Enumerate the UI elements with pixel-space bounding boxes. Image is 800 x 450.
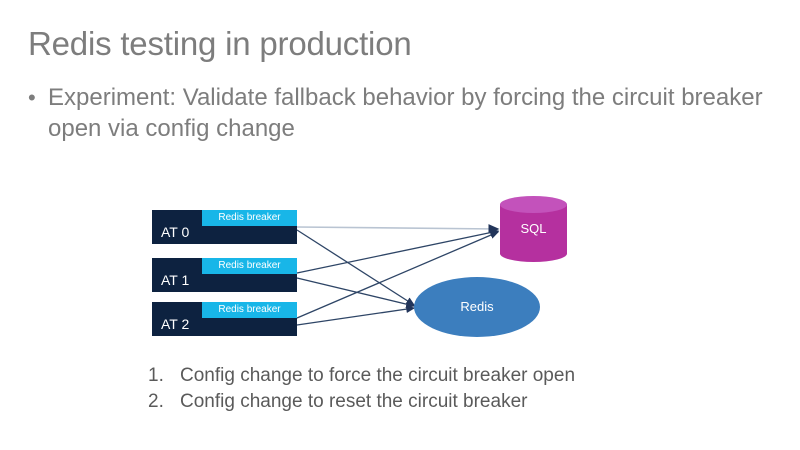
connector-at1-sql [296,228,500,274]
app-tier-node-1[interactable]: AT 1 Redis breaker [152,258,297,292]
connector-at1-redis [296,277,416,308]
sql-label: SQL [520,221,547,236]
bullet-item: • Experiment: Validate fallback behavior… [28,82,780,144]
redis-label: Redis [460,299,494,314]
app-tier-node-0[interactable]: AT 0 Redis breaker [152,210,297,244]
redis-breaker-chip-0[interactable]: Redis breaker [202,210,297,226]
app-tier-label-1: AT 1 [161,272,190,288]
cylinder-bottom-ellipse [500,245,567,262]
bullet-marker: • [28,85,36,110]
connector-at2-sql [296,231,500,319]
cylinder-body [500,204,567,254]
sql-database-cylinder[interactable]: SQL [500,196,567,262]
app-tier-label-0: AT 0 [161,224,190,240]
app-tier-label-2: AT 2 [161,316,190,332]
list-item: 2. Config change to reset the circuit br… [148,389,748,415]
app-tier-node-2[interactable]: AT 2 Redis breaker [152,302,297,336]
connector-at0-sql [296,224,500,234]
list-item: 1. Config change to force the circuit br… [148,363,748,389]
step-marker-1: 1. [148,365,164,386]
step-text-2: Config change to reset the circuit break… [180,391,528,412]
connector-at0-redis [296,229,416,306]
bullet-text: Experiment: Validate fallback behavior b… [48,84,763,142]
body-bullet-list: • Experiment: Validate fallback behavior… [28,82,780,144]
steps-list: 1. Config change to force the circuit br… [148,363,748,415]
cylinder-top-ellipse [500,196,567,213]
redis-breaker-chip-2[interactable]: Redis breaker [202,302,297,318]
page-title: Redis testing in production [28,25,412,62]
step-text-1: Config change to force the circuit break… [180,365,576,386]
step-marker-2: 2. [148,391,164,412]
redis-breaker-chip-1[interactable]: Redis breaker [202,258,297,274]
redis-datastore-ellipse[interactable]: Redis [414,277,540,337]
connector-at2-redis [296,305,416,326]
